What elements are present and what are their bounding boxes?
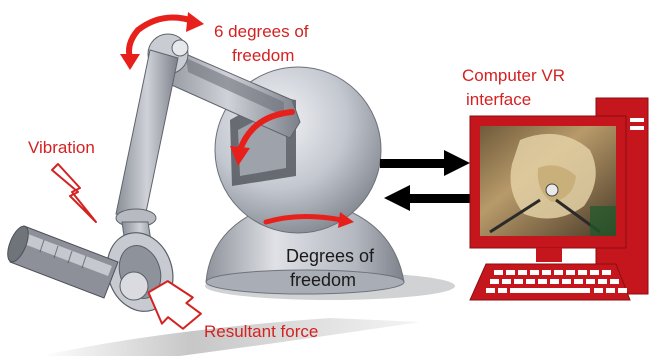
label-dof-top-line1: 6 degrees of <box>214 22 309 41</box>
bidirectional-arrow-icon <box>380 150 472 211</box>
label-computer-line2: interface <box>466 90 531 109</box>
label-dof-base-line1: Degrees of <box>286 246 374 266</box>
curved-arrow-icon <box>120 54 140 70</box>
computer-icon <box>470 98 648 300</box>
lightning-bolt-icon <box>52 164 96 222</box>
curved-arrow-icon <box>186 12 204 32</box>
label-computer-line1: Computer VR <box>462 66 565 85</box>
label-resultant-force: Resultant force <box>204 322 318 341</box>
label-dof-base-line2: freedom <box>290 270 356 290</box>
label-vibration: Vibration <box>28 138 95 157</box>
label-dof-top-line2: freedom <box>232 46 294 65</box>
